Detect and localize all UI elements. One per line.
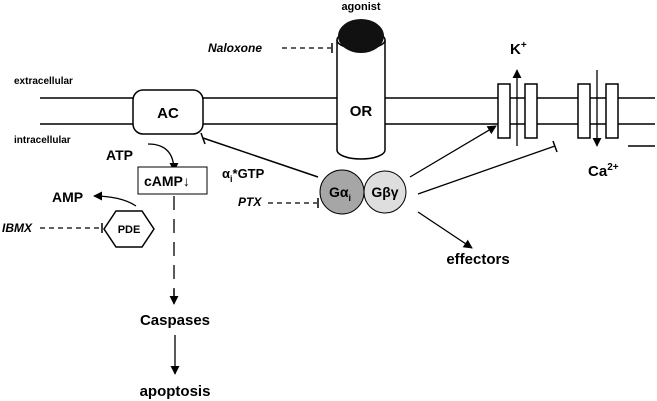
ca-ion-label: Ca2+ — [588, 162, 619, 180]
pde-label: PDE — [118, 224, 141, 236]
naloxone-label: Naloxone — [208, 41, 262, 55]
gbg-to-k-channel-arrow — [409, 125, 497, 178]
intracellular-label: intracellular — [14, 135, 71, 146]
camp-decrease-arrow: ↓ — [183, 173, 190, 189]
or-label: OR — [350, 103, 373, 120]
ptx-label: PTX — [238, 195, 262, 209]
ibmx-label: IBMX — [2, 221, 33, 235]
pde-hexagon — [103, 210, 155, 248]
camp-label: cAMP↓ — [144, 173, 190, 189]
gai-inhibits-ac-bar — [200, 132, 206, 145]
extracellular-label: extracellular — [14, 76, 73, 87]
k-ion-label: K+ — [510, 40, 527, 58]
g-alpha-i-label: Gαi — [329, 184, 351, 203]
ai-gtp-label: αi*GTP — [222, 166, 265, 184]
camp-box — [137, 166, 208, 195]
amp-label: AMP — [52, 189, 83, 205]
ac-box — [132, 89, 204, 135]
g-beta-gamma-subunit — [363, 170, 407, 214]
gai-inhibits-ac-line — [202, 137, 319, 178]
effectors-label: effectors — [446, 251, 509, 268]
gbg-inhibits-ca-line — [417, 145, 556, 195]
camp-to-amp-arrow — [93, 191, 137, 207]
agonist-label: agonist — [341, 1, 380, 13]
atp-label: ATP — [106, 147, 133, 163]
caspases-label: Caspases — [140, 312, 210, 329]
gbg-to-effectors-arrow — [417, 211, 473, 249]
ion-channels — [497, 83, 619, 139]
cell-membrane — [40, 97, 655, 125]
ac-label: AC — [157, 105, 179, 122]
gbg-inhibits-ca-bar — [552, 140, 558, 153]
apoptosis-label: apoptosis — [140, 383, 211, 400]
agonist-molecule — [338, 19, 384, 53]
g-beta-gamma-label: Gβγ — [371, 184, 398, 200]
